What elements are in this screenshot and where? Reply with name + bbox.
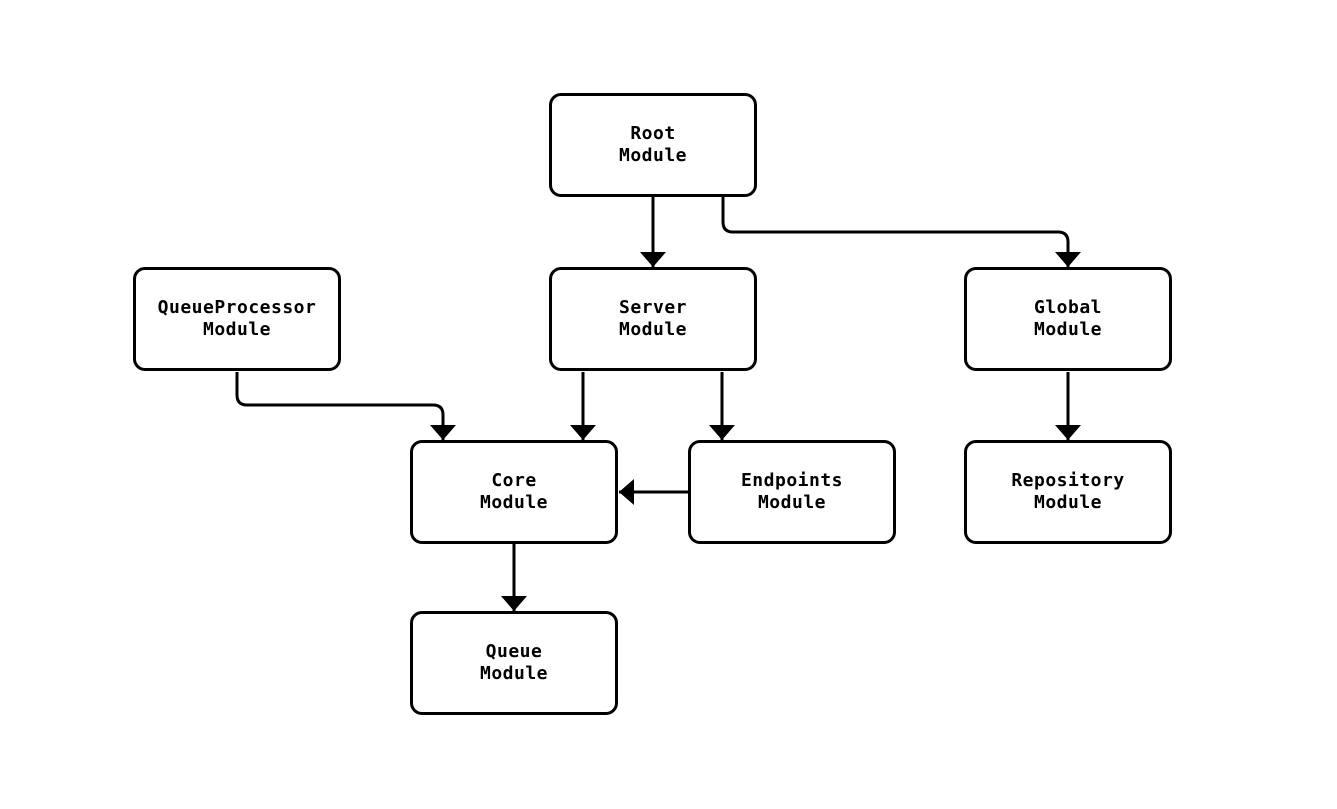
node-root-module: Root Module	[549, 93, 757, 197]
node-global-module-label: Global Module	[1033, 297, 1103, 340]
node-repository-module-label: Repository Module	[1011, 470, 1125, 513]
node-queue-module-label: Queue Module	[479, 641, 549, 684]
node-core-module-label: Core Module	[479, 470, 549, 513]
node-endpoints-module: Endpoints Module	[688, 440, 896, 544]
node-core-module: Core Module	[410, 440, 618, 544]
node-global-module: Global Module	[964, 267, 1172, 371]
node-root-module-label: Root Module	[618, 123, 688, 166]
edge-queueprocessor-to-core	[235, 372, 456, 440]
node-server-module-label: Server Module	[618, 297, 688, 340]
node-repository-module: Repository Module	[964, 440, 1172, 544]
node-server-module: Server Module	[549, 267, 757, 371]
node-queueprocessor-module: QueueProcessor Module	[133, 267, 341, 371]
node-endpoints-module-label: Endpoints Module	[740, 470, 844, 513]
node-queueprocessor-module-label: QueueProcessor Module	[157, 297, 317, 340]
node-queue-module: Queue Module	[410, 611, 618, 715]
edge-root-to-global	[721, 197, 1081, 267]
